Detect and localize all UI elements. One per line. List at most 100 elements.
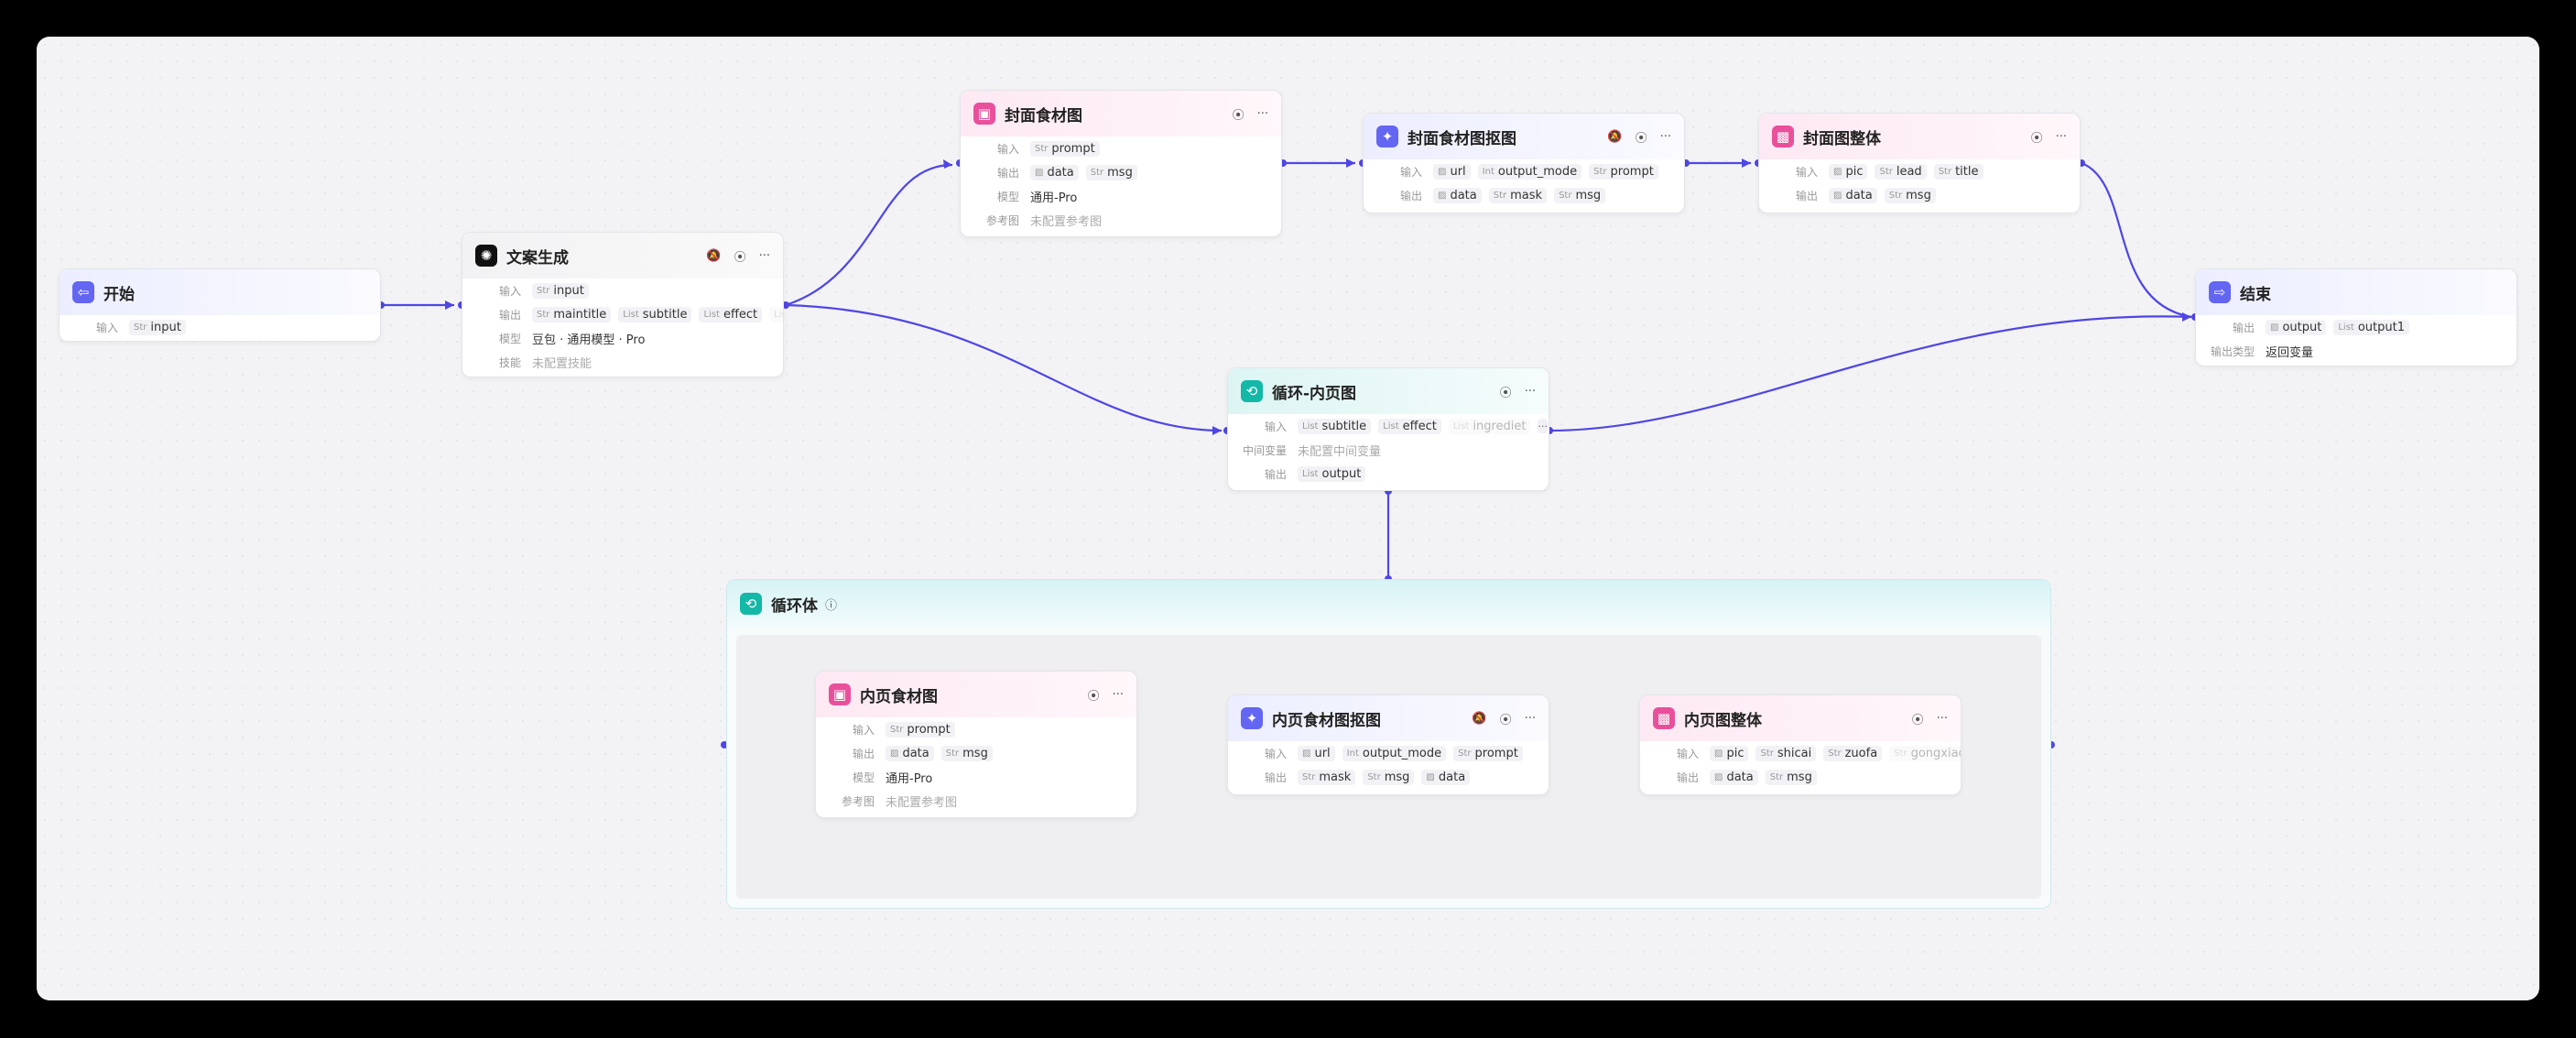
info-icon[interactable]: ⓘ xyxy=(825,598,838,613)
skill-label: 技能 xyxy=(498,355,521,369)
canvas-icon: ▩ xyxy=(1772,126,1794,148)
var-tag: ▨data xyxy=(886,745,934,761)
run-icon[interactable]: ⦿ xyxy=(1232,108,1245,123)
var-tag: ▨url xyxy=(1298,745,1335,761)
node-title: 封面图整体 xyxy=(1803,129,1881,148)
more-icon[interactable]: ··· xyxy=(1112,687,1124,702)
image-type-icon: ▨ xyxy=(1438,190,1447,201)
output-type-value: 返回变量 xyxy=(2266,345,2314,360)
model-value: 通用-Pro xyxy=(886,771,933,786)
input-label: 输入 xyxy=(852,723,875,737)
more-icon[interactable]: ··· xyxy=(1256,106,1268,121)
image-type-icon: ▨ xyxy=(1426,771,1435,782)
run-icon[interactable]: ⦿ xyxy=(1635,131,1647,146)
image-type-icon: ▨ xyxy=(1714,771,1723,782)
input-label: 输入 xyxy=(1264,747,1287,760)
more-icon[interactable]: ··· xyxy=(1659,129,1671,144)
more-icon[interactable]: ··· xyxy=(1524,711,1536,726)
openai-icon: ✺ xyxy=(475,245,497,267)
node-title: 内页图整体 xyxy=(1684,711,1762,730)
more-icon[interactable]: ··· xyxy=(758,248,770,263)
node-title: 封面食材图抠图 xyxy=(1408,129,1516,148)
var-tag: ▨data xyxy=(1030,164,1079,180)
image-type-icon: ▨ xyxy=(1833,190,1842,201)
model-value: 通用-Pro xyxy=(1030,191,1078,205)
run-icon[interactable]: ⦿ xyxy=(734,250,746,265)
input-label: 输入 xyxy=(1676,747,1699,760)
output-label: 输出 xyxy=(1795,189,1818,202)
node-title: 内页食材图抠图 xyxy=(1272,711,1381,730)
image-icon: ▣ xyxy=(829,683,851,705)
bell-off-icon[interactable]: 🔕 xyxy=(1472,711,1487,726)
var-tag: ▨pic xyxy=(1829,163,1868,180)
mid-var-label: 中间变量 xyxy=(1242,443,1287,457)
more-icon[interactable]: ··· xyxy=(2055,129,2067,144)
run-icon[interactable]: ⦿ xyxy=(1087,689,1100,704)
more-icon[interactable]: ··· xyxy=(1936,711,1948,726)
more-icon[interactable]: ··· xyxy=(1524,384,1536,399)
image-type-icon: ▨ xyxy=(2270,322,2279,333)
output-label: 输出 xyxy=(2232,321,2255,334)
loop-body-title: 循环体 xyxy=(771,596,818,616)
run-icon[interactable]: ⦿ xyxy=(2030,131,2043,146)
var-tag: ▨data xyxy=(1710,769,1758,785)
run-icon[interactable]: ⦿ xyxy=(1911,713,1924,727)
node-title: 循环-内页图 xyxy=(1272,384,1357,403)
var-tag: ▨output xyxy=(2266,319,2327,335)
image-type-icon: ▨ xyxy=(1302,748,1311,759)
image-type-icon: ▨ xyxy=(1438,166,1447,177)
ref-value: 未配置参考图 xyxy=(886,795,958,810)
input-label: 输入 xyxy=(1795,165,1818,179)
output-label: 输出 xyxy=(1399,189,1422,202)
model-value: 豆包 · 通用模型 · Pro xyxy=(532,333,646,347)
bell-off-icon[interactable]: 🔕 xyxy=(1607,129,1623,144)
node-title: 文案生成 xyxy=(506,248,569,268)
input-label: 输入 xyxy=(996,142,1019,156)
arrow-out-icon: ⇨ xyxy=(2209,281,2231,303)
skill-value: 未配置技能 xyxy=(532,356,592,371)
run-icon[interactable]: ⦿ xyxy=(1499,713,1512,727)
run-icon[interactable]: ⦿ xyxy=(1499,386,1512,400)
node-title: 开始 xyxy=(103,285,135,304)
var-tag: ▨pic xyxy=(1710,745,1749,761)
loop-icon: ⟲ xyxy=(740,593,762,615)
more-vars-button[interactable]: ··· xyxy=(1538,419,1548,433)
image-type-icon: ▨ xyxy=(890,748,899,759)
bell-off-icon[interactable]: 🔕 xyxy=(706,248,722,263)
model-label: 模型 xyxy=(996,190,1019,203)
ref-label: 参考图 xyxy=(841,794,875,808)
input-label: 输入 xyxy=(95,321,118,334)
arrow-in-icon: ⇦ xyxy=(72,281,94,303)
